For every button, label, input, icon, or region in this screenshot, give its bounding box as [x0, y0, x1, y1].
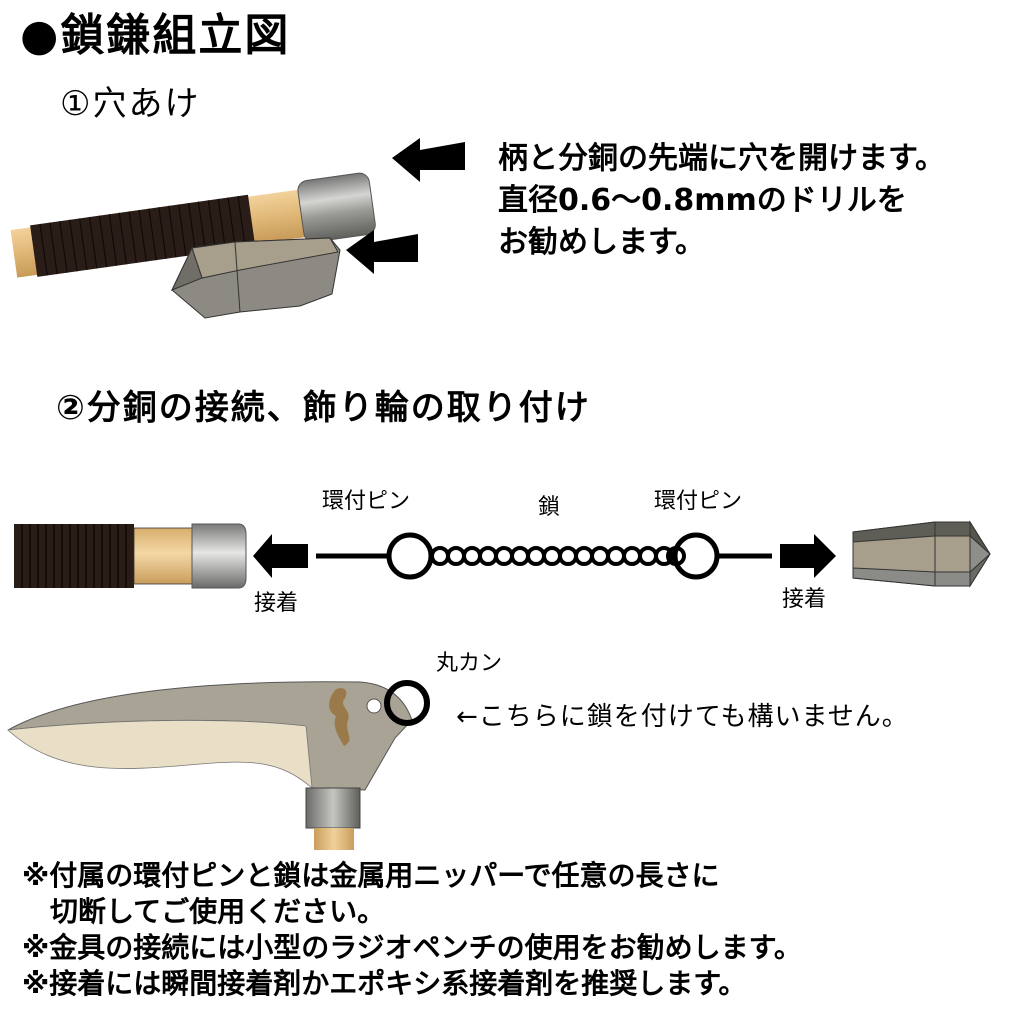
step1-description: 柄と分銅の先端に穴を開けます。 直径0.6〜0.8mmのドリルを お勧めします。 [498, 138, 945, 264]
step2-heading: ②分銅の接続、飾り輪の取り付け [56, 388, 591, 428]
arrow-to-weight-icon [346, 230, 418, 274]
step2-assembly-diagram [14, 520, 991, 589]
maru-kan-ring [384, 680, 430, 726]
description-line: 直径0.6〜0.8mmのドリルを [498, 183, 907, 218]
arrow-left-icon [253, 534, 308, 578]
note-line: ※接着には瞬間接着剤かエポキシ系接着剤を推奨します。 [22, 967, 747, 1000]
label-right-pin: 環付ピン [654, 489, 743, 514]
weight-piece [170, 237, 341, 319]
arrow-to-handle-icon [392, 138, 465, 182]
left-pin-ring [386, 532, 434, 580]
blade-edge [7, 720, 313, 789]
right-pin-ring [672, 532, 720, 580]
note-line: 切断してご使用ください。 [22, 895, 386, 928]
label-ring: 丸カン [436, 651, 503, 676]
description-line: 柄と分銅の先端に穴を開けます。 [498, 141, 945, 176]
label-chain: 鎖 [538, 495, 561, 520]
sickle-shaft [314, 828, 354, 850]
handle-shaft [10, 172, 376, 278]
sickle-illustration [7, 680, 430, 850]
chain [430, 546, 686, 566]
sanskrit-emblem-icon [329, 688, 350, 746]
note-line: ※付属の環付ピンと鎖は金属用ニッパーで任意の長さに [22, 859, 720, 892]
step1-illustration [10, 138, 465, 319]
optional-chain-note: ←こちらに鎖を付けても構いません。 [456, 702, 909, 732]
sickle-collar [305, 787, 361, 829]
description-line: お勧めします。 [498, 225, 705, 260]
arrow-right-icon [780, 534, 836, 578]
handle-end [14, 523, 247, 589]
step1-heading: ①穴あけ [60, 84, 201, 124]
note-line: ※金具の接続には小型のラジオペンチの使用をお勧めします。 [22, 931, 802, 964]
blade-hole [366, 698, 382, 714]
label-left-pin: 環付ピン [322, 489, 411, 514]
label-right-glue: 接着 [782, 587, 827, 612]
label-left-glue: 接着 [254, 591, 299, 616]
notes-section: ※付属の環付ピンと鎖は金属用ニッパーで任意の長さに 切断してご使用ください。 ※… [22, 858, 802, 1002]
weight-side [852, 520, 991, 588]
page-title: ●鎖鎌組立図 [20, 10, 291, 61]
